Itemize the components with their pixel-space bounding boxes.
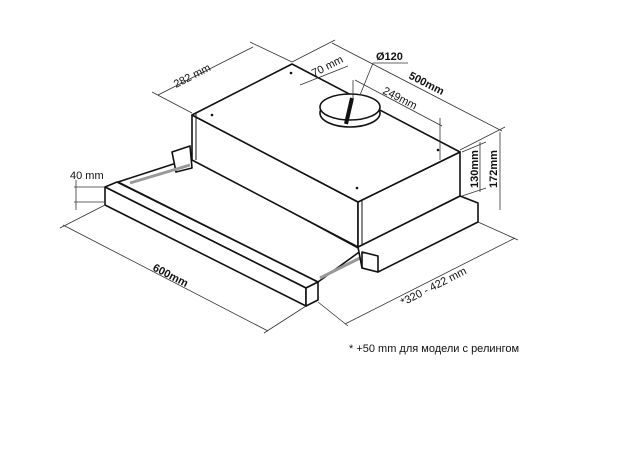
dimension-lines xyxy=(59,39,519,334)
hood-top-face xyxy=(191,63,461,203)
dim-500: 500mm xyxy=(407,70,446,98)
dim-70: 70 mm xyxy=(310,54,345,80)
dim-600: 600mm xyxy=(151,262,190,290)
dim-320-422: *320 - 422 mm xyxy=(399,265,469,308)
dim-282: 282 mm xyxy=(172,62,213,91)
dim-duct-diameter: Ø120 xyxy=(376,51,403,63)
footnote: * +50 mm для модели с релингом xyxy=(349,343,520,355)
dim-40: 40 mm xyxy=(70,170,104,182)
dim-130: 130mm xyxy=(469,150,481,188)
right-bracket xyxy=(361,251,379,273)
dim-249: 249mm xyxy=(381,85,419,112)
dim-172: 172mm xyxy=(488,150,500,188)
front-bar-end xyxy=(305,281,319,307)
